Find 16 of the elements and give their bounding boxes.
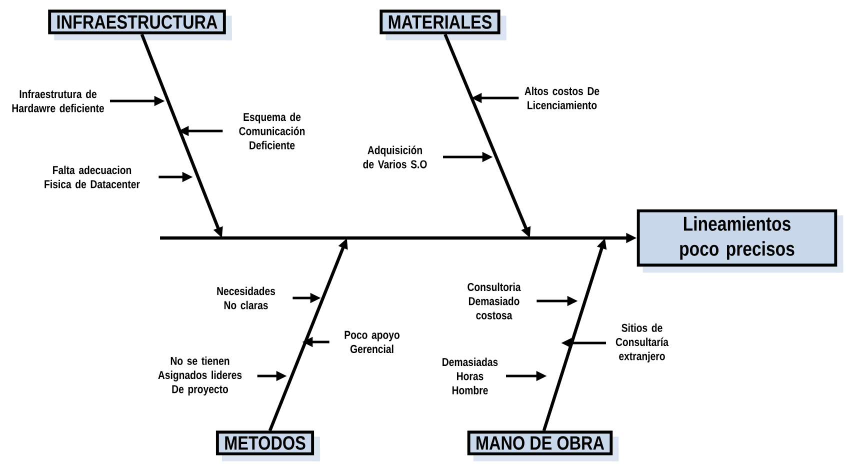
effect-box: Lineamientos poco precisos [636,209,844,273]
category-box: MATERIALES [380,10,506,40]
cause-label: Adquisición de Varios S.O [363,146,427,168]
cause-label: Falta adecuacion Fisica de Datacenter [44,166,140,188]
cause-label: Altos costos De Licenciamiento [524,86,600,110]
cause-label: Poco apoyo Gerencial [344,330,400,354]
category-box: METODOS [216,430,320,462]
cause-label: Consultoria Demasiado costosa [468,282,521,320]
cause-label: Sitios de Consultaría extranjero [616,324,669,362]
cause-label: Necesidades No claras [217,286,276,310]
cause-label: Esquema de Comunicación Deficiente [239,112,305,150]
category-box: INFRAESTRUCTURA [48,10,232,40]
cause-label: Infraestrutura de Hardawre deficiente [12,90,104,112]
category-box: MANO DE OBRA [467,430,619,462]
cause-label: No se tienen Asignados lideres De proyecto [158,356,242,396]
cause-label: Demasiadas Horas Hombre [442,358,498,394]
